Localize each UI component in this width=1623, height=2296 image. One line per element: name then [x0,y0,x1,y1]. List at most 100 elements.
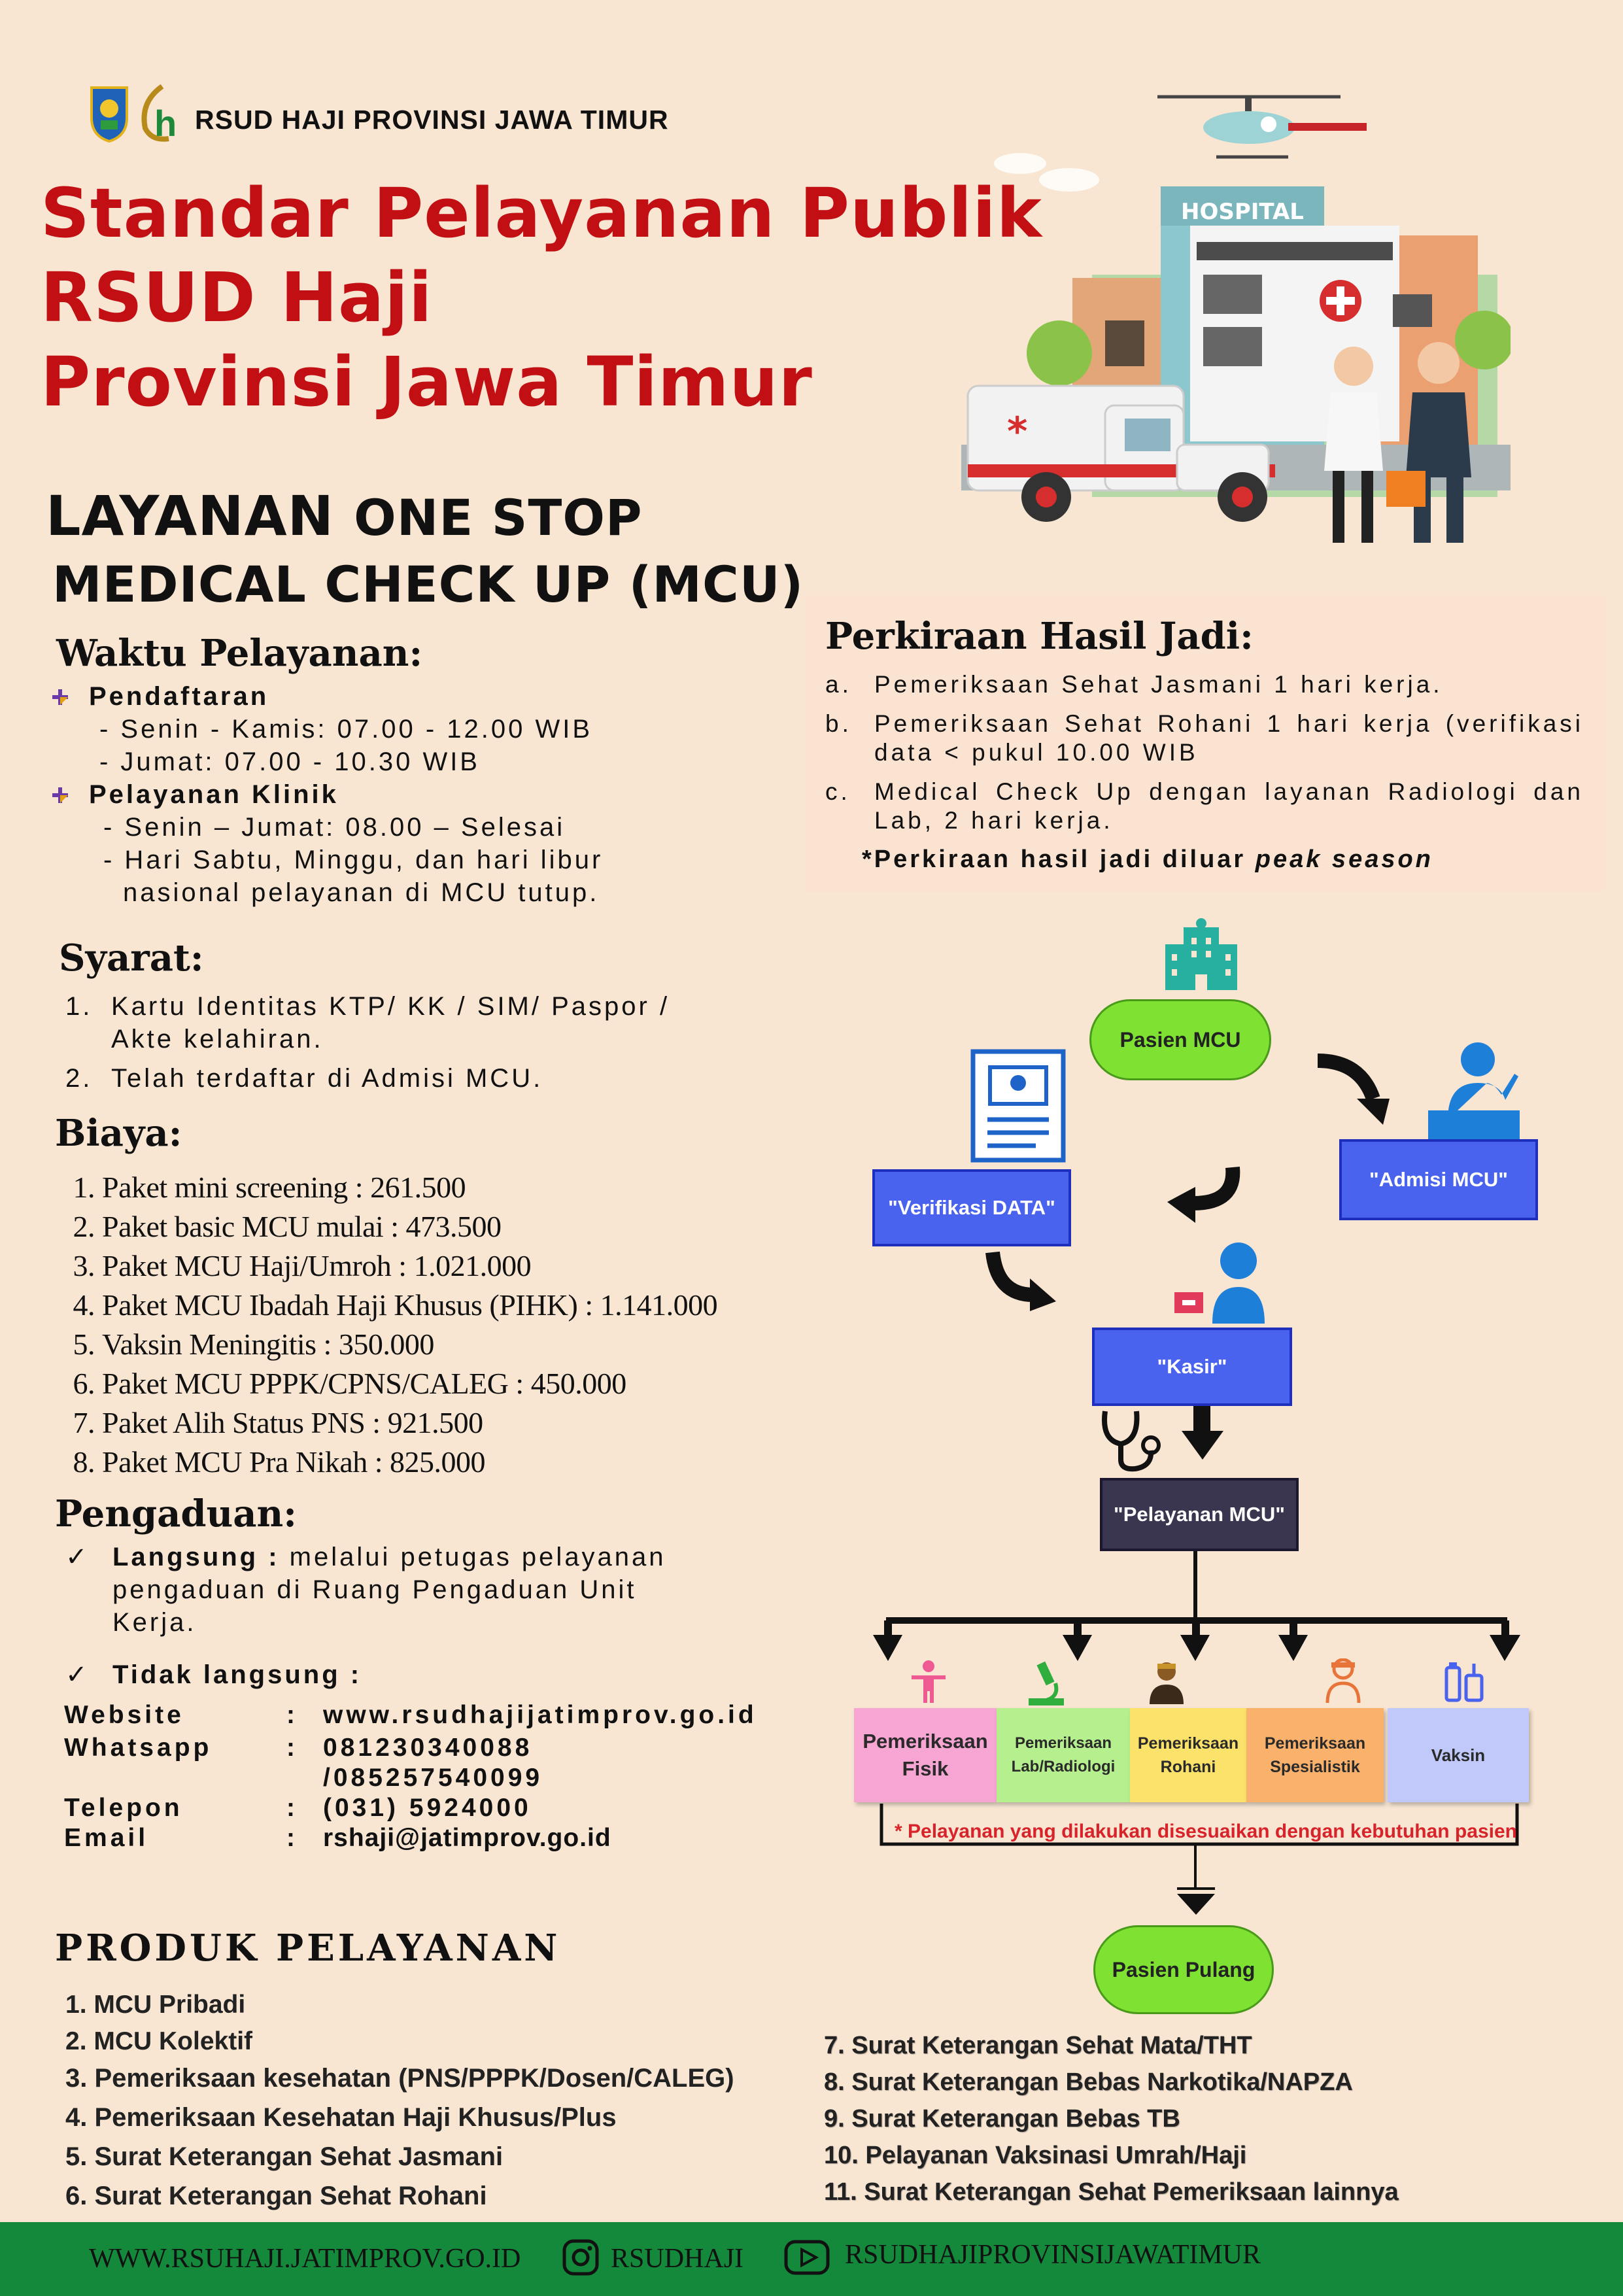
contact-table: Website: www.rsudhajijatimprov.go.id What… [64,1700,783,1853]
hospital-illustration: HOSPITAL * [961,78,1514,546]
hospital-building-icon [1159,918,1244,997]
node-kasir: "Kasir" [1092,1328,1292,1406]
waktu-heading: Waktu Pelayanan: [56,632,423,675]
card-line: Pemeriksaan [1014,1734,1112,1752]
produk-item: 9. Surat Keterangan Bebas TB [824,2105,1180,2133]
biaya-item: Paket MCU Haji/Umroh : 1.021.000 [102,1246,782,1286]
biaya-item: Paket Alih Status PNS : 921.500 [102,1403,782,1443]
produk-item: 4. Pemeriksaan Kesehatan Haji Khusus/Plu… [65,2103,617,2132]
instagram-icon [561,2238,600,2280]
contact-sep: : [286,1824,298,1852]
check-icon: ✓ [65,1543,90,1571]
syarat-item: Kartu Identitas KTP/ KK / SIM/ Paspor / [111,992,670,1021]
contact-sep: : [286,1734,298,1762]
ambulance-icon: * [966,385,1275,522]
counselor-icon [1147,1661,1186,1707]
klinik-line: nasional pelayanan di MCU tutup. [123,878,600,907]
contact-label: Telepon [64,1794,183,1822]
microscope-icon [1027,1660,1066,1709]
biaya-heading: Biaya: [55,1112,182,1155]
email-link[interactable]: rshaji@jatimprov.go.id [323,1824,611,1852]
service-title: LAYANAN ONE STOP MEDICAL CHECK UP (MCU) [46,483,804,618]
title-line: RSUD Haji [41,258,433,337]
biaya-item: Paket MCU Ibadah Haji Khusus (PIHK) : 1.… [102,1286,782,1325]
produk-item: 5. Surat Keterangan Sehat Jasmani [65,2142,504,2171]
produk-item: 2. MCU Kolektif [65,2027,253,2055]
syarat-heading: Syarat: [59,936,204,980]
syarat-item: Telah terdaftar di Admisi MCU. [111,1064,543,1093]
pendaftaran-line: - Jumat: 07.00 - 10.30 WIB [99,747,480,776]
pendaftaran-label: Pendaftaran [89,682,269,711]
biaya-list: Paket mini screening : 261.500 Paket bas… [39,1168,782,1482]
org-name: RSUD HAJI PROVINSI JAWA TIMUR [195,105,669,135]
klinik-line: - Senin – Jumat: 08.00 – Selesai [103,813,566,842]
est-key: a. [825,671,852,698]
helicopter-icon [1157,95,1367,159]
contact-label: Website [64,1701,184,1729]
produk-item: 10. Pelayanan Vaksinasi Umrah/Haji [824,2142,1247,2169]
klinik-label: Pelayanan Klinik [89,780,339,809]
card-line: Pemeriksaan [1264,1734,1366,1753]
flow-note: * Pelayanan yang dilakukan disesuaikan d… [895,1821,1517,1842]
footer-instagram-link[interactable]: RSUDHAJI [611,2244,744,2274]
note-text: *Perkiraan hasil jadi diluar [862,846,1256,873]
youtube-icon [783,2239,830,2279]
title-line: Provinsi Jawa Timur [41,342,813,422]
whatsapp-number[interactable]: /085257540099 [323,1764,543,1792]
biaya-item: Paket MCU Pra Nikah : 825.000 [102,1443,782,1482]
produk-item: 3. Pemeriksaan kesehatan (PNS/PPPK/Dosen… [65,2064,734,2093]
syarat-num: 2. [65,1064,93,1093]
bullet-arrow-icon [52,689,68,705]
card-vaksin: Vaksin [1388,1708,1529,1802]
hospital-sign: HOSPITAL [1181,199,1304,225]
cashier-icon [1173,1240,1278,1328]
syarat-num: 1. [65,992,93,1021]
produk-item: 8. Surat Keterangan Bebas Narkotika/NAPZ… [824,2068,1353,2096]
bullet-arrow-icon [52,787,68,803]
note-emphasis: peak season [1255,846,1433,873]
est-key: b. [825,710,852,737]
phone-number[interactable]: (031) 5924000 [323,1794,532,1822]
langsung-label: Langsung : [112,1543,280,1571]
est-item: Pemeriksaan Sehat Jasmani 1 hari kerja. [874,671,1443,698]
biaya-item: Paket mini screening : 261.500 [102,1168,782,1207]
card-line: Pemeriksaan [863,1730,988,1753]
card-line: Lab/Radiologi [1011,1758,1116,1775]
svg-text:h: h [154,103,177,143]
klinik-line: - Hari Sabtu, Minggu, dan hari libur [103,846,604,874]
node-pasien-mcu: Pasien MCU [1089,999,1271,1080]
syarat-list: 1. Kartu Identitas KTP/ KK / SIM/ Paspor … [65,990,693,1095]
service-title-onestop: ONE STOP [354,488,643,547]
contact-label: Whatsapp [64,1734,213,1762]
estimation-heading: Perkiraan Hasil Jadi: [825,615,1254,658]
contact-sep: : [286,1794,298,1822]
footer-website-link[interactable]: WWW.RSUHAJI.JATIMPROV.GO.ID [89,2244,521,2274]
produk-item: 6. Surat Keterangan Sehat Rohani [65,2182,487,2210]
node-pelayanan-mcu: "Pelayanan MCU" [1100,1478,1299,1551]
vaccine-icon [1443,1660,1488,1709]
specialist-doctor-icon [1324,1658,1363,1707]
rsud-haji-logo: h [136,82,180,144]
svg-text:*: * [1007,409,1027,454]
physical-exam-icon [909,1660,948,1707]
estimation-panel [804,592,1606,893]
provincial-emblem-logo [88,84,131,143]
page-title: Standar Pelayanan Publik RSUD Haji Provi… [41,171,1042,424]
footer-youtube-link[interactable]: RSUDHAJIPROVINSIJAWATIMUR [845,2240,1261,2270]
pengaduan-heading: Pengaduan: [55,1492,297,1535]
syarat-item-cont: Akte kelahiran. [111,1025,324,1054]
whatsapp-number[interactable]: 081230340088 [323,1734,533,1762]
card-line: Pemeriksaan [1137,1734,1239,1753]
node-admisi-mcu: "Admisi MCU" [1339,1139,1538,1220]
biaya-item: Paket MCU PPPK/CPNS/CALEG : 450.000 [102,1364,782,1403]
produk-item: 11. Surat Keterangan Sehat Pemeriksaan l… [824,2178,1399,2206]
card-line: Spesialistik [1270,1758,1360,1776]
stethoscope-icon [1099,1407,1165,1476]
est-item: Medical Check Up dengan layanan Radiolog… [874,778,1584,834]
produk-heading: PRODUK PELAYANAN [55,1927,561,1970]
website-link[interactable]: www.rsudhajijatimprov.go.id [323,1701,757,1729]
